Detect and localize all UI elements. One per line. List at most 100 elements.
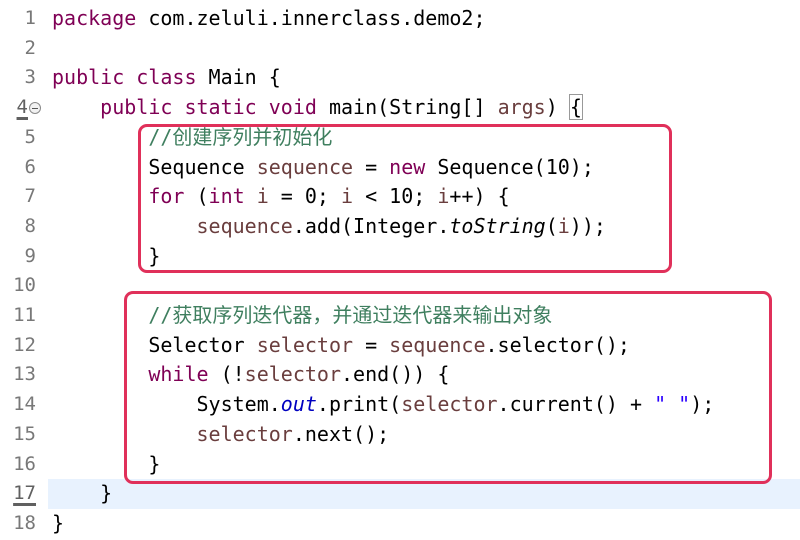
line-number: 17 bbox=[13, 482, 36, 505]
code-line[interactable]: 6 Sequence sequence = new Sequence(10); bbox=[0, 153, 800, 183]
code-text: } bbox=[52, 509, 64, 539]
code-token: .end()) { bbox=[341, 362, 450, 387]
line-number: 14 bbox=[13, 393, 36, 416]
code-token: } bbox=[52, 510, 65, 535]
code-token: main(String[] bbox=[316, 95, 498, 120]
code-token: (! bbox=[208, 362, 245, 387]
code-token: selector bbox=[401, 392, 498, 417]
code-token: .current() + bbox=[497, 392, 655, 417]
code-token: } bbox=[52, 451, 161, 476]
code-line[interactable]: 4 public static void main(String[] args)… bbox=[0, 93, 800, 123]
code-token: < 10; bbox=[353, 184, 438, 209]
code-token: .selector(); bbox=[485, 332, 630, 357]
current-line-highlight bbox=[48, 479, 800, 509]
code-text: public class Main { bbox=[52, 63, 281, 93]
code-token: sequence bbox=[389, 332, 486, 357]
line-number: 16 bbox=[13, 452, 36, 475]
code-token: .add(Integer. bbox=[292, 213, 450, 238]
code-comment: //获取序列迭代器，并通过迭代器来输出对象 bbox=[148, 303, 553, 327]
code-token bbox=[52, 184, 148, 208]
code-line[interactable]: 2 bbox=[0, 34, 800, 64]
line-number: 13 bbox=[13, 363, 36, 386]
code-token: args bbox=[497, 95, 546, 120]
code-line[interactable]: 11 //获取序列迭代器，并通过迭代器来输出对象 bbox=[0, 301, 800, 331]
code-token: selector bbox=[256, 332, 354, 357]
code-line[interactable]: 12 Selector selector = sequence.selector… bbox=[0, 331, 800, 361]
line-number: 7 bbox=[24, 185, 36, 208]
code-token: int bbox=[208, 184, 245, 209]
line-number: 1 bbox=[24, 7, 36, 29]
fold-collapse-icon[interactable] bbox=[29, 102, 41, 115]
code-token: toString bbox=[449, 213, 546, 238]
code-token: sequence bbox=[256, 154, 354, 179]
code-token: = bbox=[353, 332, 390, 357]
code-line[interactable]: 1 package com.zeluli.innerclass.demo2; bbox=[0, 4, 800, 34]
highlight-box-iterate bbox=[124, 291, 772, 484]
code-token: { bbox=[568, 94, 583, 121]
code-token bbox=[257, 95, 269, 119]
code-text: selector.next(); bbox=[52, 420, 390, 450]
code-token: void bbox=[268, 95, 317, 120]
line-number: 9 bbox=[24, 244, 36, 267]
code-line[interactable]: 14 System.out.print(selector.current() +… bbox=[0, 390, 800, 420]
code-comment: //创建序列并初始化 bbox=[148, 124, 333, 149]
code-token: )); bbox=[569, 213, 606, 238]
code-token: com.zeluli.innerclass.demo2; bbox=[136, 6, 486, 30]
code-token: Sequence(10); bbox=[425, 154, 594, 179]
code-token: Selector bbox=[52, 332, 257, 357]
code-token: for bbox=[148, 184, 185, 209]
code-token: = bbox=[353, 154, 390, 179]
code-token: sequence bbox=[196, 213, 293, 238]
code-line[interactable]: 5 //创建序列并初始化 bbox=[0, 123, 800, 153]
code-token: .print( bbox=[316, 392, 402, 417]
code-line[interactable]: 8 sequence.add(Integer.toString(i)); bbox=[0, 212, 800, 242]
code-token: ++) { bbox=[449, 184, 510, 209]
code-token bbox=[52, 125, 148, 149]
code-token: while bbox=[148, 362, 209, 387]
code-token: i bbox=[557, 213, 570, 238]
line-number: 4 bbox=[16, 96, 28, 119]
line-number: 6 bbox=[24, 155, 36, 178]
code-line[interactable]: 15 selector.next(); bbox=[0, 420, 800, 450]
code-token: Sequence bbox=[52, 154, 257, 179]
code-token: " " bbox=[654, 392, 691, 417]
code-token: out bbox=[280, 392, 317, 417]
code-token: class bbox=[136, 65, 197, 90]
code-token: i bbox=[437, 184, 450, 209]
code-token: } bbox=[52, 481, 113, 506]
code-token: ( bbox=[545, 213, 558, 238]
code-token: } bbox=[52, 243, 161, 268]
line-number: 11 bbox=[13, 304, 36, 326]
code-line[interactable]: 17 } bbox=[0, 479, 800, 509]
code-token: Main { bbox=[196, 65, 281, 90]
line-number: 18 bbox=[13, 511, 36, 534]
code-text: //获取序列迭代器，并通过迭代器来输出对象 bbox=[52, 301, 552, 331]
code-line[interactable]: 16 } bbox=[0, 450, 800, 480]
code-token: selector bbox=[196, 421, 293, 446]
code-token: = 0; bbox=[268, 184, 342, 209]
code-text: for (int i = 0; i < 10; i++) { bbox=[52, 182, 510, 212]
code-line[interactable]: 18} bbox=[0, 509, 800, 539]
code-line[interactable]: 13 while (!selector.end()) { bbox=[0, 360, 800, 390]
code-token bbox=[124, 65, 136, 89]
code-line[interactable]: 9 } bbox=[0, 242, 800, 272]
code-token: static bbox=[184, 95, 257, 120]
code-text: System.out.print(selector.current() + " … bbox=[52, 390, 714, 420]
line-number: 2 bbox=[24, 36, 36, 59]
code-text: Sequence sequence = new Sequence(10); bbox=[52, 153, 594, 183]
line-number: 8 bbox=[24, 214, 36, 237]
code-text: //创建序列并初始化 bbox=[52, 123, 332, 153]
code-token: System. bbox=[52, 392, 281, 417]
code-text: } bbox=[52, 479, 112, 509]
highlight-box-init bbox=[138, 124, 672, 273]
code-text: } bbox=[52, 242, 160, 272]
code-line[interactable]: 7 for (int i = 0; i < 10; i++) { bbox=[0, 182, 800, 212]
code-text: package com.zeluli.innerclass.demo2; bbox=[52, 4, 486, 34]
code-token: ); bbox=[690, 392, 715, 417]
code-token: public bbox=[100, 95, 173, 120]
code-line[interactable]: 10 bbox=[0, 271, 800, 301]
code-text: Selector selector = sequence.selector(); bbox=[52, 331, 630, 361]
code-token: new bbox=[389, 154, 426, 179]
